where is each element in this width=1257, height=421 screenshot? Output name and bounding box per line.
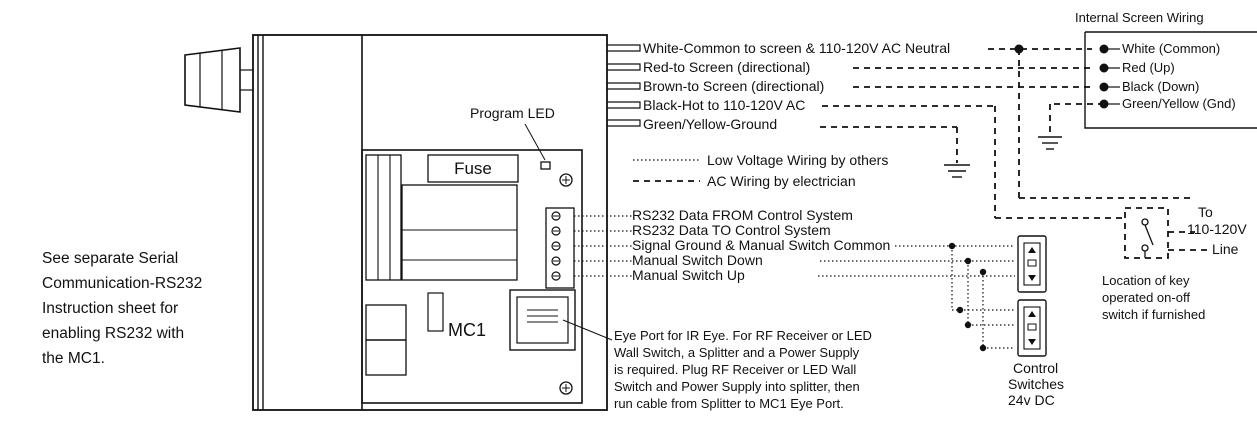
eye-port-jack	[509, 289, 576, 351]
internal-wire-white: White (Common)	[1122, 41, 1220, 56]
ac-wiring	[820, 44, 1195, 219]
side-note-2: Communication-RS232	[42, 275, 202, 292]
side-note-5: the MC1.	[42, 350, 105, 367]
screw-icon	[559, 381, 573, 395]
wire-label-black: Black-Hot to 110-120V AC	[643, 97, 805, 113]
low-voltage-wiring	[574, 215, 1015, 352]
key-switch-note-2: operated on-off	[1102, 290, 1190, 305]
module-label: MC1	[448, 320, 486, 340]
internal-wire-black: Black (Down)	[1122, 79, 1199, 94]
terminal-label-rs232-to: RS232 Data TO Control System	[632, 222, 831, 238]
terminal-label-switch-down: Manual Switch Down	[632, 252, 763, 268]
line-label-to: To	[1198, 204, 1213, 220]
side-note-1: See separate Serial	[42, 250, 178, 267]
terminal-screws	[551, 211, 561, 281]
ground-icon	[1038, 136, 1062, 150]
internal-wire-green: Green/Yellow (Gnd)	[1122, 96, 1236, 111]
eye-port-note-1: Eye Port for IR Eye. For RF Receiver or …	[614, 328, 872, 343]
terminal-label-signal-ground: Signal Ground & Manual Switch Common	[632, 237, 890, 253]
legend: Low Voltage Wiring by others AC Wiring b…	[633, 152, 888, 189]
side-note-3: Instruction sheet for	[42, 300, 178, 317]
key-switch-icon	[1124, 207, 1210, 259]
program-led-label: Program LED	[470, 105, 555, 121]
internal-wire-red: Red (Up)	[1122, 60, 1175, 75]
line-label-line: Line	[1212, 241, 1239, 257]
line-label-voltage: 110-120V	[1187, 221, 1247, 237]
wire-label-brown: Brown-to Screen (directional)	[643, 78, 824, 94]
control-switches-label-2: Switches	[1008, 376, 1064, 392]
key-switch-note-3: switch if furnished	[1102, 307, 1205, 322]
screw-icon	[559, 173, 573, 187]
eye-port-note-4: Switch and Power Supply into splitter, t…	[614, 379, 860, 394]
eye-port-note-2: Wall Switch, a Splitter and a Power Supp…	[614, 345, 860, 360]
conduit-connector	[184, 47, 253, 113]
eye-port-note-3: is required. Plug RF Receiver or LED Wal…	[614, 362, 856, 377]
internal-wiring-title: Internal Screen Wiring	[1075, 10, 1204, 25]
fuse-label: Fuse	[454, 159, 492, 178]
legend-low-voltage: Low Voltage Wiring by others	[707, 152, 888, 168]
program-led	[540, 161, 551, 170]
legend-ac: AC Wiring by electrician	[707, 173, 856, 189]
wire-label-red: Red-to Screen (directional)	[643, 59, 810, 75]
side-note-4: enabling RS232 with	[42, 325, 184, 342]
circuit-board: Fuse	[361, 149, 583, 404]
internal-screen-wiring: Internal Screen Wiring White (Common) Re…	[1038, 10, 1257, 150]
enclosure	[252, 34, 608, 411]
wire-label-white: White-Common to screen & 110-120V AC Neu…	[643, 40, 950, 56]
wire-stubs	[607, 44, 641, 127]
ground-icon	[944, 164, 970, 178]
control-switch-upper	[1017, 235, 1047, 293]
terminal-label-rs232-from: RS232 Data FROM Control System	[632, 207, 853, 223]
key-switch-note-1: Location of key	[1102, 273, 1190, 288]
control-switches-label-3: 24v DC	[1008, 392, 1055, 408]
fuse	[427, 154, 519, 183]
control-switch-lower	[1017, 299, 1047, 357]
wire-label-ground: Green/Yellow-Ground	[643, 116, 777, 132]
control-switches-label-1: Control	[1013, 360, 1058, 376]
eye-port-note-5: run cable from Splitter to MC1 Eye Port.	[614, 396, 844, 411]
terminal-label-switch-up: Manual Switch Up	[632, 267, 745, 283]
terminal-block	[545, 207, 575, 289]
